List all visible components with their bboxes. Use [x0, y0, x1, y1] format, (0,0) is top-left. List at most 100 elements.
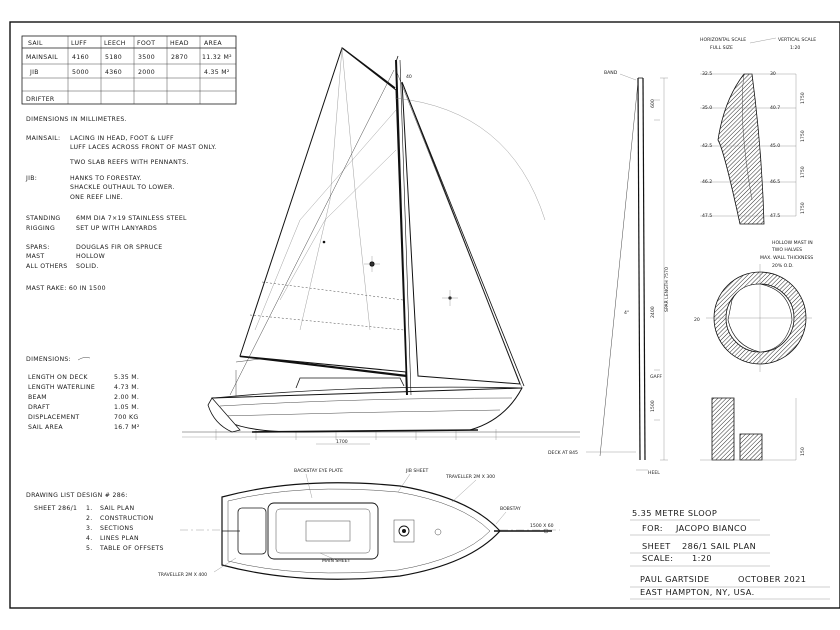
- note-mast-label: MAST: [26, 253, 44, 260]
- dimension-value: 1.05 M.: [114, 404, 139, 411]
- svg-text:2400: 2400: [650, 306, 656, 318]
- title-block: 5.35 METRE SLOOP FOR: JACOPO BIANCO SHEE…: [630, 508, 830, 600]
- deck-plan: BACKSTAY EYE PLATE JIB SHEET TRAVELLER 2…: [157, 468, 560, 580]
- mast-taper-profile: [717, 73, 765, 225]
- horizontal-scale-label: HORIZONTAL SCALE: [700, 37, 746, 43]
- drawing-list-number: 4.: [86, 535, 93, 542]
- note-mainsail-1: LACING IN HEAD, FOOT & LUFF: [70, 135, 174, 142]
- diameter-right-label: 47.5: [770, 213, 780, 219]
- note-jib-label: JIB:: [25, 175, 37, 182]
- drawing-list-item: LINES PLAN: [100, 535, 139, 542]
- hollow-note-1: HOLLOW MAST IN: [772, 240, 813, 246]
- boom: [239, 354, 408, 378]
- vertical-scale-value: 1:20: [790, 45, 800, 51]
- note-standing-label: STANDING: [26, 215, 61, 222]
- drawing-list-title: DRAWING LIST DESIGN # 286:: [26, 492, 128, 499]
- table-cell: DRIFTER: [26, 96, 55, 103]
- svg-text:1750: 1750: [800, 92, 806, 104]
- drawing-list-number: 5.: [86, 545, 93, 552]
- drawing-list-item: CONSTRUCTION: [100, 515, 153, 522]
- table-header-head: HEAD: [170, 40, 189, 47]
- diameter-left-label: 35.0: [702, 105, 712, 111]
- diameter-left-label: 46.2: [702, 179, 712, 185]
- table-cell: 2870: [171, 54, 188, 61]
- note-mainsail-2: LUFF LACES ACROSS FRONT OF MAST ONLY.: [70, 144, 216, 151]
- diameter-right-label: 45.0: [770, 143, 780, 149]
- drawing-list-item: SAIL PLAN: [100, 505, 134, 512]
- mast-spar-drawing: BAND SPAR LENGTH 7570 600 2400 1500 DECK…: [548, 70, 670, 476]
- note-mast-val: HOLLOW: [76, 253, 105, 260]
- table-cell: 3500: [138, 54, 155, 61]
- deck-label: DECK AT 845: [548, 450, 578, 456]
- title-date: OCTOBER 2021: [738, 574, 806, 584]
- label-traveller-bottom: TRAVELLER 2M X 400: [157, 572, 207, 578]
- svg-text:150: 150: [800, 447, 806, 456]
- mainsail: [239, 47, 407, 373]
- label-mainsheet: MAIN SHEET: [322, 558, 351, 564]
- dimension-value: 700 KG: [114, 414, 138, 421]
- mast-heel-profile: [711, 397, 735, 461]
- note-others-val: SOLID.: [76, 263, 99, 270]
- svg-text:4°: 4°: [624, 310, 629, 316]
- svg-text:1750: 1750: [800, 202, 806, 214]
- heel-label: HEEL: [648, 470, 660, 476]
- drawing-list: DRAWING LIST DESIGN # 286: SHEET 286/1 1…: [26, 492, 164, 552]
- drawing-list-item: SECTIONS: [100, 525, 134, 532]
- dimension-label: DRAFT: [28, 404, 50, 411]
- label-backstay-eye: BACKSTAY EYE PLATE: [294, 468, 343, 474]
- diameter-right-label: 30: [770, 71, 776, 77]
- note-jib-2: SHACKLE OUTHAUL TO LOWER.: [70, 184, 175, 191]
- label-bowsprit-size: 1500 X 60: [530, 523, 554, 529]
- dimension-value: 2.00 M.: [114, 394, 139, 401]
- drawing-list-item: TABLE OF OFFSETS: [99, 545, 164, 552]
- table-cell: 11.32 M²: [202, 54, 232, 61]
- drawing-list-number: 1.: [86, 505, 93, 512]
- table-header-leech: LEECH: [104, 40, 126, 47]
- rig-notes: DIMENSIONS IN MILLIMETRES. MAINSAIL: LAC…: [25, 116, 216, 292]
- table-cell: 5180: [105, 54, 122, 61]
- note-jib-1: HANKS TO FORESTAY.: [70, 175, 142, 182]
- sheet-border: [9, 21, 840, 609]
- label-traveller-top: TRAVELLER 2M X 300: [445, 474, 495, 480]
- title-for-label: FOR:: [642, 523, 663, 533]
- dimension-value: 5.35 M.: [114, 374, 139, 381]
- title-scale-val: 1:20: [692, 553, 712, 563]
- rudder: [207, 397, 241, 433]
- svg-text:40: 40: [406, 74, 412, 80]
- note-rigging-val: SET UP WITH LANYARDS: [76, 225, 157, 232]
- note-mainsail-label: MAINSAIL:: [26, 135, 60, 142]
- dimension-label: SAIL AREA: [28, 424, 63, 431]
- diameter-left-label: 42.5: [702, 143, 712, 149]
- hull-profile: [211, 387, 523, 433]
- dimension-label: BEAM: [28, 394, 47, 401]
- title-client: JACOPO BIANCO: [675, 523, 747, 533]
- title-designer: PAUL GARTSIDE: [640, 574, 710, 584]
- note-standing-val: 6MM DIA 7×19 STAINLESS STEEL: [76, 215, 187, 222]
- svg-text:1750: 1750: [800, 130, 806, 142]
- table-header-area: AREA: [204, 40, 222, 47]
- sail-plan-profile: 40 1700: [182, 47, 580, 445]
- note-dims: DIMENSIONS IN MILLIMETRES.: [26, 116, 127, 123]
- table-cell: 4360: [105, 69, 122, 76]
- spar-length-label: SPAR LENGTH 7570: [664, 267, 670, 312]
- table-header-foot: FOOT: [137, 40, 155, 47]
- title-sheet-val: 286/1 SAIL PLAN: [682, 541, 756, 551]
- diameter-right-label: 46.5: [770, 179, 780, 185]
- table-cell: 5000: [72, 69, 89, 76]
- diameter-left-label: 47.5: [702, 213, 712, 219]
- diameter-left-label: 32.5: [702, 71, 712, 77]
- title-location: EAST HAMPTON, NY, USA.: [640, 587, 755, 597]
- vertical-scale-label: VERTICAL SCALE: [778, 37, 816, 43]
- table-cell: MAINSAIL: [26, 54, 58, 61]
- cabin-plan: [267, 502, 379, 560]
- dimension-label: DISPLACEMENT: [28, 414, 79, 421]
- sail-table: SAIL LUFF LEECH FOOT HEAD AREA MAINSAIL …: [21, 35, 237, 105]
- title-line1: 5.35 METRE SLOOP: [632, 508, 717, 518]
- note-others-label: ALL OTHERS: [26, 263, 68, 270]
- diameter-right-label: 40.7: [770, 105, 780, 111]
- dimension-value: 4.73 M.: [114, 384, 139, 391]
- svg-text:1750: 1750: [800, 166, 806, 178]
- hollow-note-3: MAX. WALL THICKNESS: [760, 255, 813, 261]
